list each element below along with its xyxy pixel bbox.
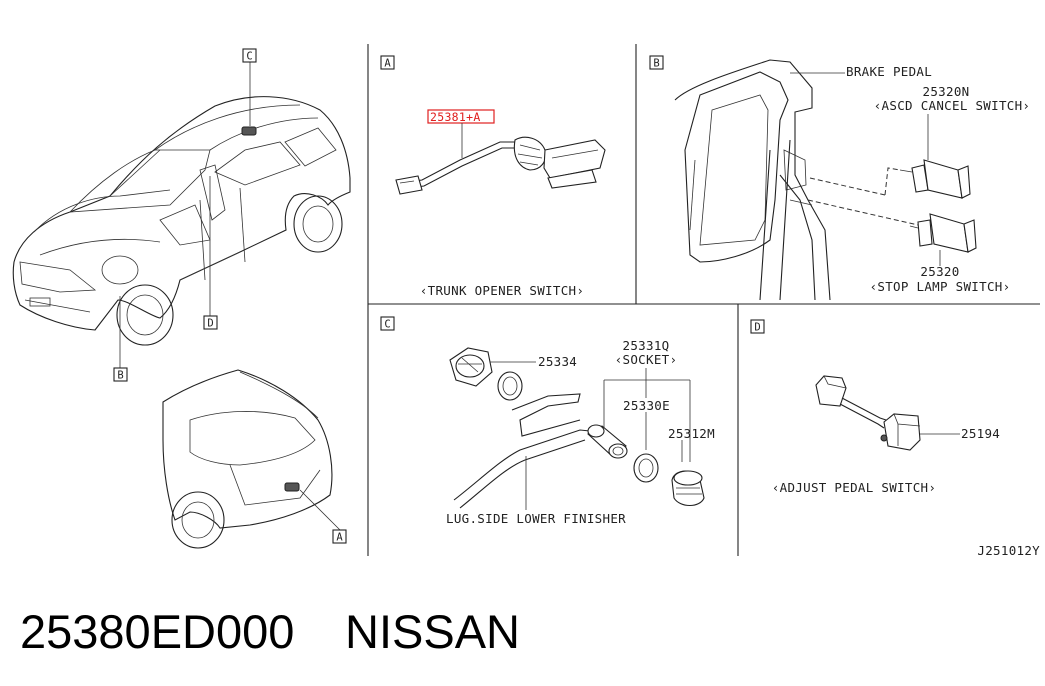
vehicle-rear-illustration	[162, 369, 341, 549]
panel-b: B BRAKE PEDAL 25320N ‹ASCD CANCEL SWITCH…	[649, 55, 1031, 301]
svg-text:C: C	[246, 51, 252, 63]
highlighted-part-frame	[427, 109, 495, 124]
svg-text:D: D	[207, 318, 213, 330]
callout-marker-d: D	[203, 315, 218, 330]
svg-text:B: B	[117, 370, 123, 382]
svg-text:A: A	[384, 58, 391, 70]
adjust-pedal-switch-label: ‹ADJUST PEDAL SWITCH›	[772, 480, 936, 495]
panel-d: D 25194 ‹ADJUST PEDAL SWITCH›	[750, 319, 1000, 495]
ascd-cancel-switch-label: ‹ASCD CANCEL SWITCH›	[874, 98, 1031, 113]
panel-a: A 25381+A ‹TRUNK OPENER SWITCH›	[380, 55, 606, 298]
trunk-opener-caption: ‹TRUNK OPENER SWITCH›	[420, 283, 584, 298]
highlighted-part-number[interactable]: 25381+A	[430, 110, 481, 124]
part-25330e[interactable]: 25330E	[623, 398, 670, 413]
svg-text:C: C	[384, 319, 390, 331]
svg-text:B: B	[653, 58, 659, 70]
lug-side-finisher-label: LUG.SIDE LOWER FINISHER	[446, 511, 626, 526]
stop-lamp-switch-label: ‹STOP LAMP SWITCH›	[870, 279, 1011, 294]
callout-marker-c: C	[242, 48, 257, 63]
brake-pedal-label: BRAKE PEDAL	[846, 64, 932, 79]
diagram-code: J251012Y	[977, 543, 1040, 558]
panel-c: C 25334 25331Q ‹SO	[380, 316, 715, 526]
part-25331q[interactable]: 25331Q	[623, 338, 670, 353]
footer-brand: NISSAN	[345, 605, 520, 658]
ascd-part-number[interactable]: 25320N	[923, 84, 970, 99]
footer-part-number: 25380ED000	[20, 605, 294, 658]
callout-marker-b: B	[113, 367, 128, 382]
part-25334[interactable]: 25334	[538, 354, 577, 369]
vehicle-front-illustration	[12, 62, 351, 368]
part-25194[interactable]: 25194	[961, 426, 1000, 441]
callout-marker-a: A	[332, 529, 347, 544]
part-25312m[interactable]: 25312M	[668, 426, 715, 441]
socket-label: ‹SOCKET›	[615, 352, 678, 367]
stop-lamp-part-number[interactable]: 25320	[920, 264, 959, 279]
panel-dividers	[367, 44, 1040, 556]
svg-text:A: A	[336, 532, 343, 544]
svg-text:D: D	[754, 322, 760, 334]
